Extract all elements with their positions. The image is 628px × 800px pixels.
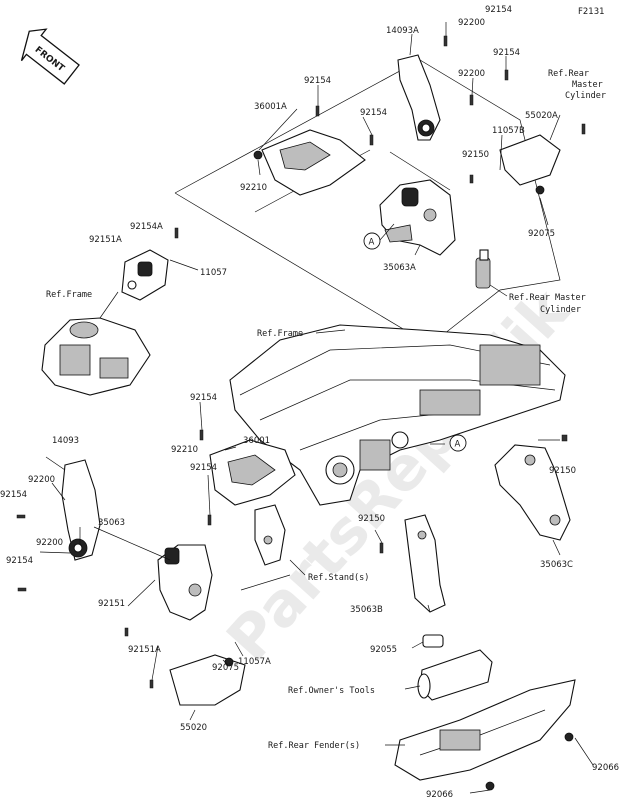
leader-lines [39, 22, 594, 794]
part-14093A [397, 54, 441, 141]
callout-92200: 92200 [458, 69, 485, 79]
callout-92154A: 92154A [130, 222, 163, 232]
callout-14093: 14093 [52, 436, 79, 446]
callout-92210: 92210 [171, 445, 198, 455]
callout-92154: 92154 [485, 5, 512, 15]
callout-92150: 92150 [358, 514, 385, 524]
callout-92154: 92154 [190, 393, 217, 403]
callout-92150: 92150 [462, 150, 489, 160]
callout-11057B: 11057B [492, 126, 525, 136]
callout-36001: 36001 [243, 436, 270, 446]
callout-labels: 92154 92200 14093A 92154 92200 92154 360… [0, 5, 619, 800]
ref-frame-left: Ref.Frame [46, 290, 92, 300]
callout-92154: 92154 [304, 76, 331, 86]
callout-92075: 92075 [212, 663, 239, 673]
callout-14093A: 14093A [386, 26, 419, 36]
callout-92154: 92154 [190, 463, 217, 473]
part-rear-master-cylinder [475, 249, 491, 289]
callout-92154: 92154 [6, 556, 33, 566]
callout-92150: 92150 [549, 466, 576, 476]
callout-11057A: 11057A [238, 657, 271, 667]
ref-rear-master-cylinder-mid-line1: Ref.Rear Master [509, 293, 586, 303]
part-35063 [157, 544, 213, 621]
callout-92154: 92154 [0, 490, 27, 500]
callout-92154: 92154 [493, 48, 520, 58]
part-stand-bracket [254, 504, 286, 566]
callout-36001A: 36001A [254, 102, 287, 112]
ref-rear-fender: Ref.Rear Fender(s) [268, 741, 360, 751]
callout-92055: 92055 [370, 645, 397, 655]
part-35063B [404, 514, 446, 613]
bolts [16, 35, 586, 689]
part-owners-tools [417, 634, 493, 701]
ref-frame-center: Ref.Frame [257, 329, 303, 339]
figure-code: F2131 [578, 7, 605, 17]
callout-92200: 92200 [458, 18, 485, 28]
svg-text:A: A [455, 440, 461, 450]
svg-text:A: A [369, 238, 375, 248]
part-rear-fender [394, 679, 576, 791]
ref-stands: Ref.Stand(s) [308, 573, 369, 583]
callout-92066: 92066 [592, 763, 619, 773]
ref-rear-master-cylinder-top-line2: Master [572, 80, 603, 90]
part-frame-headstock [41, 317, 151, 396]
callout-92066: 92066 [426, 790, 453, 800]
callout-55020: 55020 [180, 723, 207, 733]
part-36001 [209, 439, 296, 506]
front-arrow-icon: FRONT [20, 28, 80, 85]
callout-92151A: 92151A [89, 235, 122, 245]
part-55020A [499, 134, 561, 195]
callout-92200: 92200 [28, 475, 55, 485]
callout-92154: 92154 [360, 108, 387, 118]
part-36001A [253, 129, 366, 196]
marker-a-1: A [363, 232, 381, 250]
part-35063A [379, 179, 456, 256]
ref-rear-master-cylinder-mid-line2: Cylinder [540, 305, 581, 315]
callout-92151: 92151 [98, 599, 125, 609]
group-outline-top [174, 59, 561, 346]
ref-rear-master-cylinder-top-line1: Ref.Rear [548, 69, 589, 79]
part-55020 [169, 654, 246, 706]
callout-11057: 11057 [200, 268, 227, 278]
part-11057 [121, 249, 169, 301]
callout-35063: 35063 [98, 518, 125, 528]
callout-55020A: 55020A [525, 111, 558, 121]
ref-rear-master-cylinder-top-line3: Cylinder [565, 91, 606, 101]
callout-35063B: 35063B [350, 605, 383, 615]
part-14093 [61, 459, 101, 561]
callout-35063C: 35063C [540, 560, 573, 570]
reference-labels: Ref.Rear Master Cylinder Ref.Rear Master… [46, 69, 606, 751]
callout-92151A: 92151A [128, 645, 161, 655]
callout-92200: 92200 [36, 538, 63, 548]
callout-92210: 92210 [240, 183, 267, 193]
marker-a-2: A [449, 434, 467, 452]
part-35063C [494, 444, 571, 541]
part-main-frame [229, 324, 566, 506]
ref-owners-tools: Ref.Owner's Tools [288, 686, 375, 696]
callout-35063A: 35063A [383, 263, 416, 273]
callout-92075: 92075 [528, 229, 555, 239]
